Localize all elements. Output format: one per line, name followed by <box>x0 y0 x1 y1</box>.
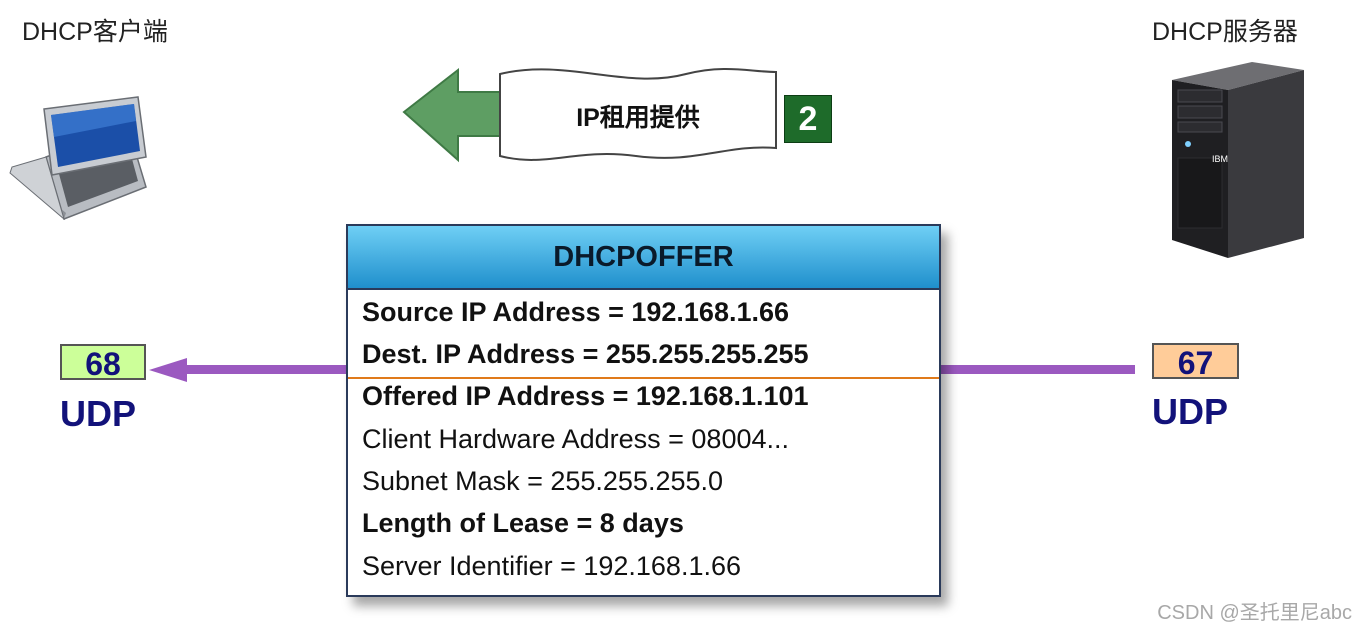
packet-divider <box>348 377 939 379</box>
client-port-box: 68 <box>60 344 146 380</box>
offer-label: IP租用提供 <box>528 98 748 134</box>
packet-field-client-hw: Client Hardware Address = 08004... <box>362 424 789 455</box>
server-protocol-label: UDP <box>1152 391 1228 433</box>
packet-field-lease: Length of Lease = 8 days <box>362 508 684 539</box>
step-number-badge: 2 <box>784 95 832 143</box>
packet-field-dest-ip: Dest. IP Address = 255.255.255.255 <box>362 339 809 370</box>
laptop-icon <box>8 95 153 220</box>
packet-field-source-ip: Source IP Address = 192.168.1.66 <box>362 297 789 328</box>
server-brand-text: IBM <box>1212 154 1228 164</box>
packet-field-subnet-mask: Subnet Mask = 255.255.255.0 <box>362 466 723 497</box>
watermark: CSDN @圣托里尼abc <box>1157 596 1352 625</box>
packet-field-offered-ip: Offered IP Address = 192.168.1.101 <box>362 381 809 412</box>
client-label: DHCP客户端 <box>22 12 168 48</box>
server-port-box: 67 <box>1152 343 1239 379</box>
packet-title: DHCPOFFER <box>348 226 939 290</box>
packet-field-server-id: Server Identifier = 192.168.1.66 <box>362 551 741 582</box>
server-tower-icon: IBM <box>1158 58 1308 263</box>
dhcpoffer-packet-box: DHCPOFFER Source IP Address = 192.168.1.… <box>346 224 941 597</box>
server-label: DHCP服务器 <box>1152 12 1298 48</box>
client-protocol-label: UDP <box>60 393 136 435</box>
